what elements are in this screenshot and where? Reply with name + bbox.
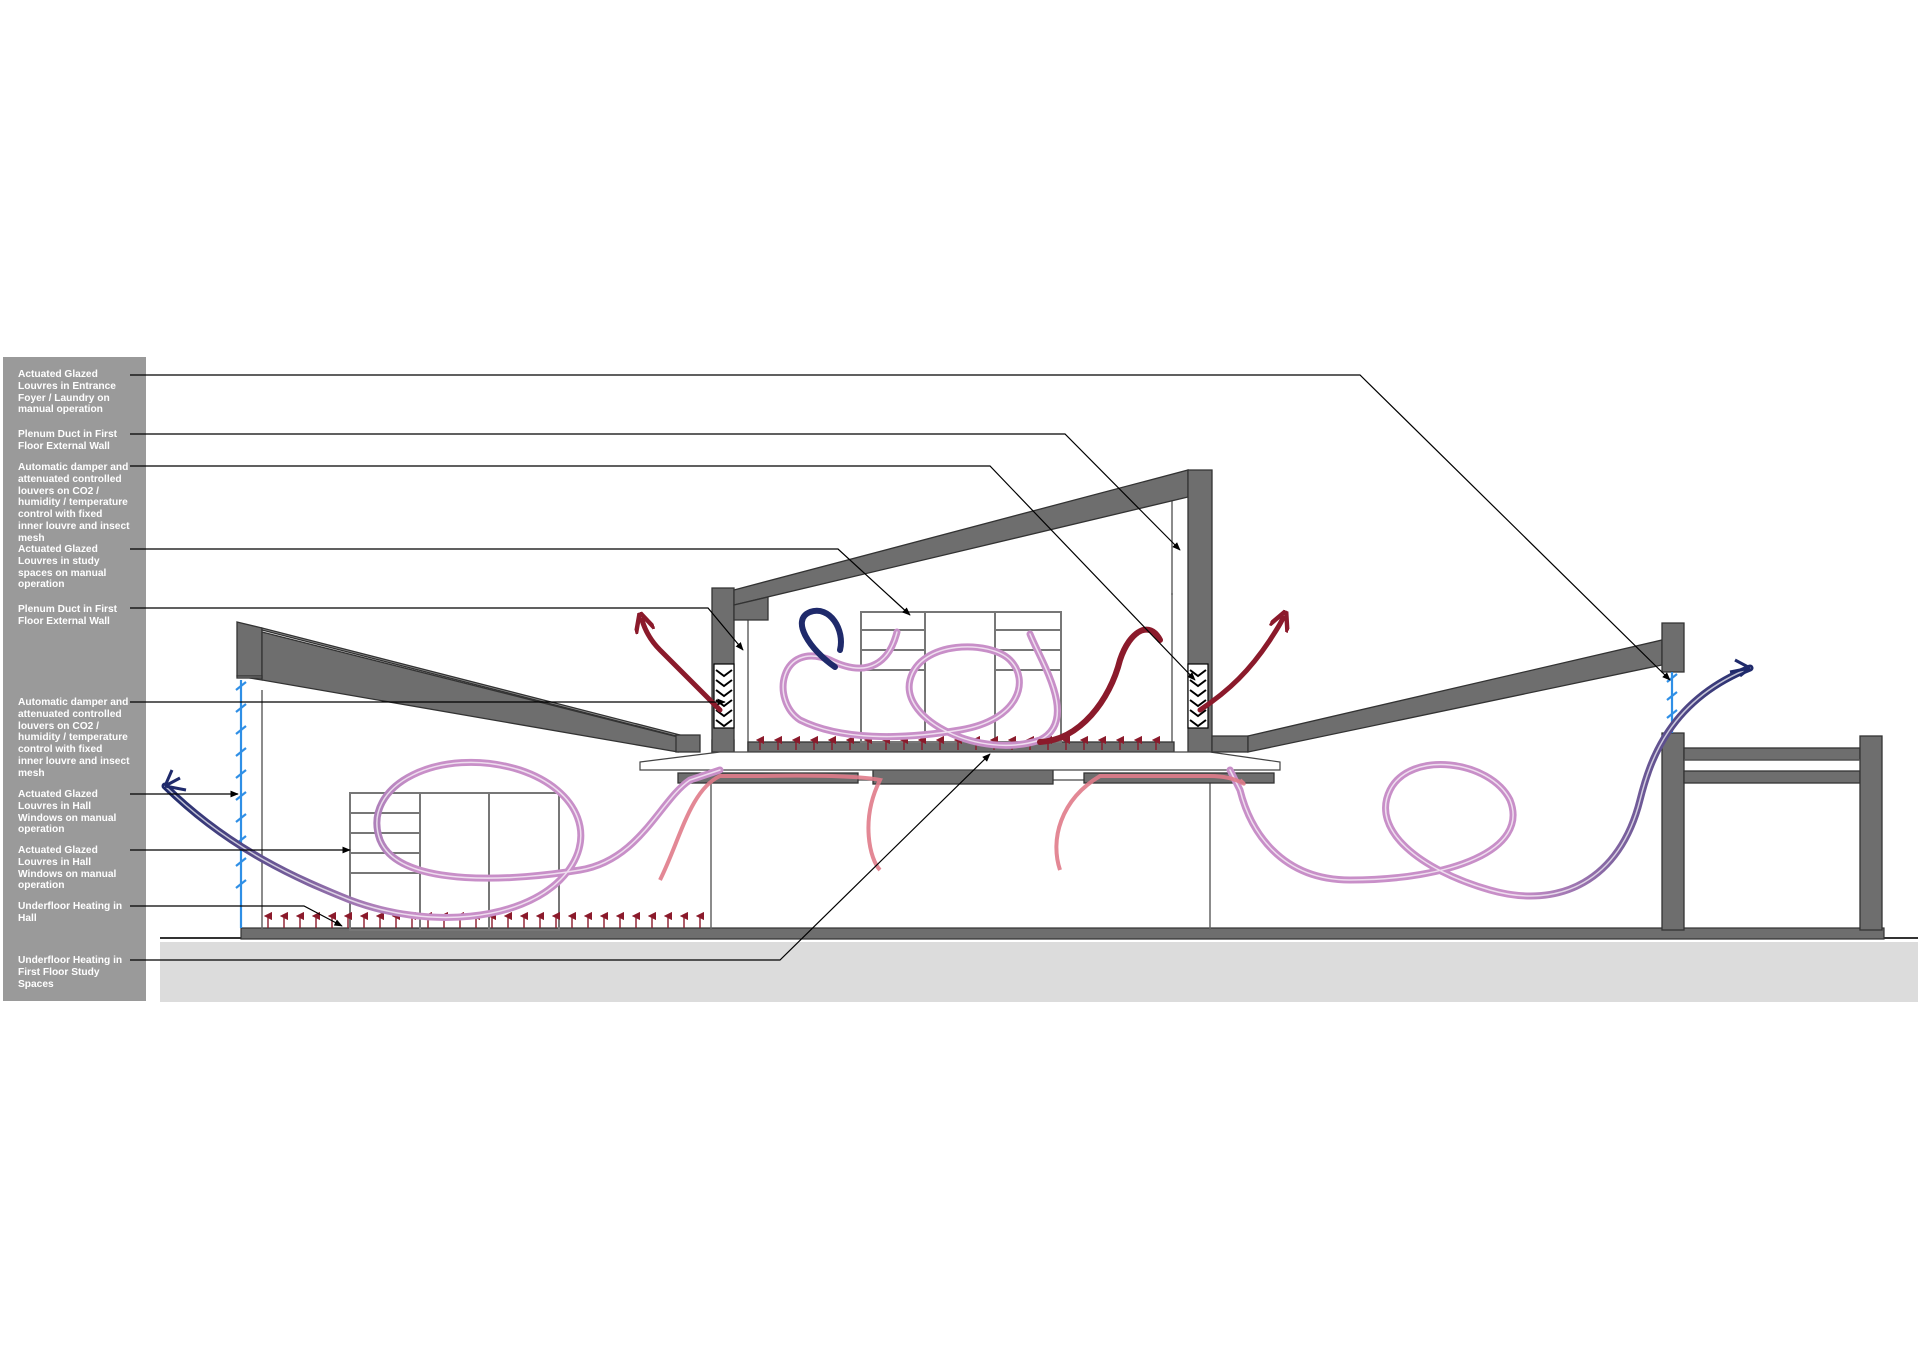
label-glazed-louvres-foyer: Actuated Glazed Louvres in Entrance Foye… (18, 369, 116, 416)
label-plenum-duct-1: Plenum Duct in First Floor External Wall (18, 429, 118, 452)
label-glazed-louvres-hall-windows-1: Actuated Glazed Louvres in Hall Windows … (18, 789, 117, 836)
intake-arrows (163, 658, 1751, 792)
airflow-hall-right (1226, 664, 1754, 900)
legend-panel (3, 357, 146, 1001)
label-plenum-duct-2: Plenum Duct in First Floor External Wall (18, 604, 118, 627)
damper-louvres-left (713, 663, 735, 729)
airflow-study (779, 607, 1163, 749)
label-underfloor-heating-study: Underfloor Heating in First Floor Study … (18, 955, 123, 990)
ground-fill (160, 942, 1918, 1002)
label-underfloor-heating-hall: Underfloor Heating in Hall (18, 901, 123, 924)
airflow-hall-left (161, 758, 724, 921)
ground-slab (240, 927, 1885, 940)
airflow-floor-ducts (658, 773, 1246, 881)
label-automatic-damper-2: Automatic damper and attenuated controll… (18, 697, 130, 779)
exhaust-arrows (642, 618, 1283, 713)
leader-lines (130, 374, 1671, 961)
left-wing-structure (236, 621, 735, 759)
right-wing-structure (1211, 622, 1883, 931)
glazed-louvres-hall (235, 680, 247, 928)
label-automatic-damper-1: Automatic damper and attenuated controll… (18, 462, 130, 544)
label-glazed-louvres-study: Actuated Glazed Louvres in study spaces … (18, 544, 107, 591)
central-block-structure (639, 469, 1281, 785)
damper-louvres-right (1187, 663, 1209, 729)
label-glazed-louvres-hall-windows-2: Actuated Glazed Louvres in Hall Windows … (18, 845, 117, 892)
